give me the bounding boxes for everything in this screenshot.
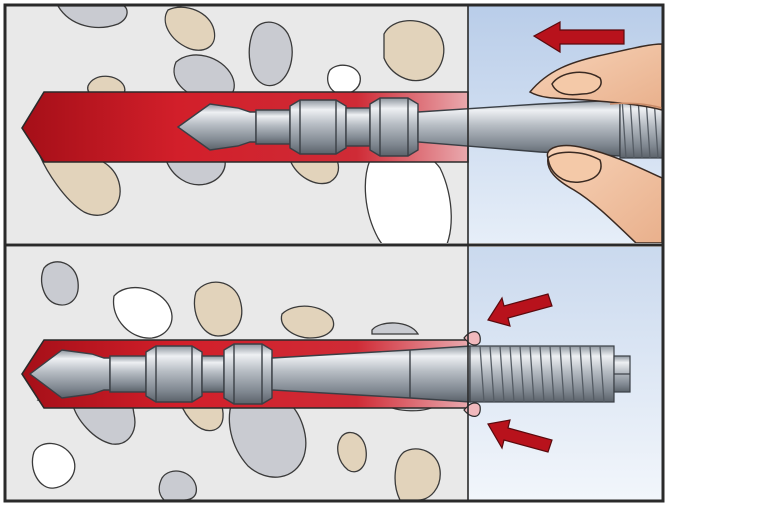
- aggregate-stones-bottom: [31, 261, 443, 500]
- hand-holding-rod: [528, 43, 662, 243]
- panel-top: [6, 6, 662, 243]
- threaded-end-top: [619, 97, 662, 159]
- panel-bottom: [6, 247, 662, 500]
- threaded-end-bottom: [469, 345, 631, 403]
- set-arrow-upper: [487, 293, 553, 327]
- push-arrow-left: [532, 20, 625, 54]
- frame: [3, 3, 665, 503]
- aggregate-stones-top: [39, 6, 452, 243]
- anchor-rod-bottom: [28, 343, 471, 405]
- set-arrow-lower: [487, 419, 553, 453]
